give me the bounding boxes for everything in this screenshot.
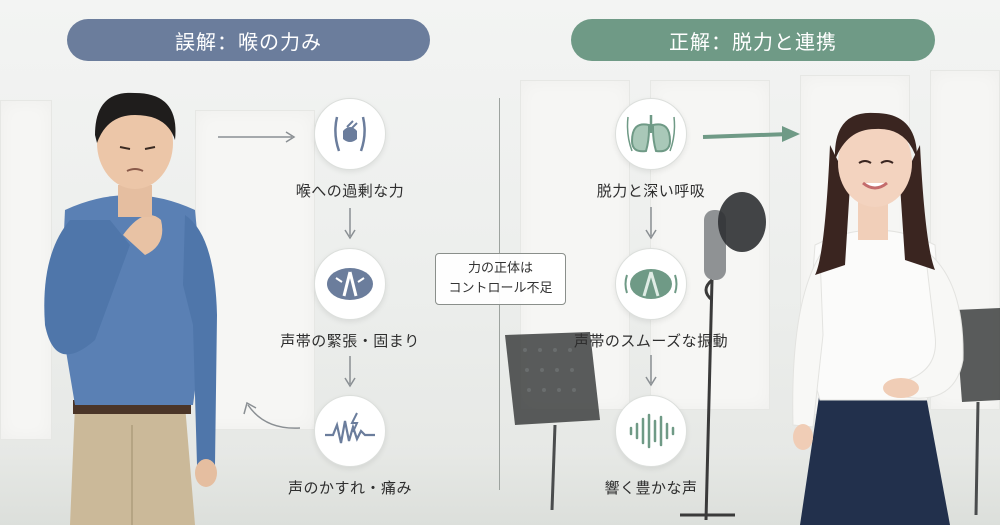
rough-voice-wave-icon — [314, 395, 386, 467]
misconception-header: 誤解：喉の力み — [67, 19, 430, 61]
wrong-step-3-label: 声のかすれ・痛み — [287, 479, 412, 497]
center-note-line1: 力の正体は — [467, 261, 533, 276]
vibrating-vocal-cords-icon — [615, 248, 687, 320]
correct-header: 正解：脱力と連携 — [571, 19, 935, 61]
right-step-2-label: 声帯のスムーズな振動 — [573, 332, 729, 350]
throat-strain-icon — [314, 98, 386, 170]
wrong-step-2: 声帯の緊張・固まり — [250, 248, 450, 351]
right-step-3-label: 響く豊かな声 — [604, 479, 698, 497]
wrong-step-1: 喉への過剰な力 — [250, 98, 450, 201]
misconception-header-text: 誤解：喉の力み — [175, 29, 322, 54]
wrong-step-1-label: 喉への過剰な力 — [295, 182, 405, 200]
sound-wave-icon — [615, 395, 687, 467]
strained-man-figure — [44, 92, 217, 525]
relaxed-woman-figure — [792, 112, 964, 525]
acoustic-panel — [0, 100, 52, 440]
right-step-1-label: 脱力と深い呼吸 — [596, 182, 706, 200]
right-step-1: 脱力と深い呼吸 — [551, 98, 751, 201]
center-note-line2: コントロール不足 — [448, 281, 553, 296]
right-step-2: 声帯のスムーズな振動 — [551, 248, 751, 351]
tense-vocal-cords-icon — [314, 248, 386, 320]
wrong-step-2-label: 声帯の緊張・固まり — [280, 332, 420, 350]
lungs-icon — [615, 98, 687, 170]
correct-header-text: 正解：脱力と連携 — [669, 29, 837, 54]
center-note-box: 力の正体は コントロール不足 — [435, 253, 566, 305]
right-step-3: 響く豊かな声 — [551, 395, 751, 498]
wrong-step-3: 声のかすれ・痛み — [250, 395, 450, 498]
